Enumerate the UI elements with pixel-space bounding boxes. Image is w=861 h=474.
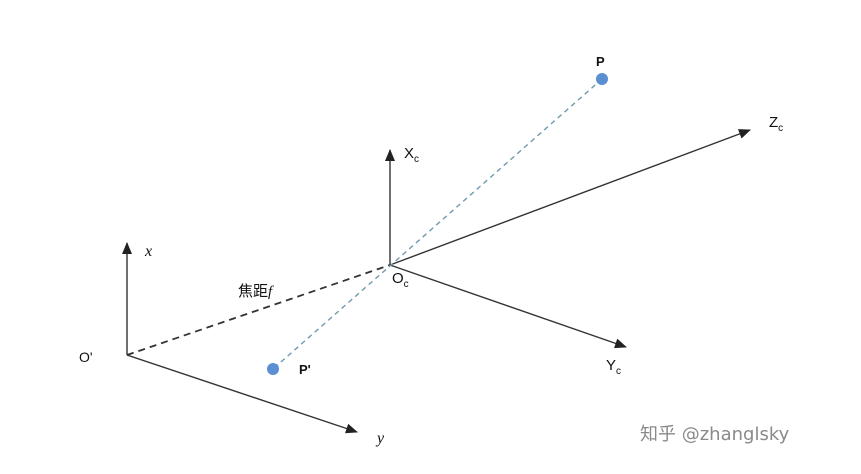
projection-ray [272,78,603,370]
focal-length-line [126,264,391,356]
label-xc: Xc [404,145,419,165]
yc-axis [389,264,627,349]
label-yc: Yc [606,357,621,377]
label-y: y [375,430,385,447]
label-focal-length: 焦距f [238,283,274,300]
label-x: x [144,243,152,260]
label-p: P [596,54,605,69]
label-p-prime: P' [299,362,311,377]
zc-axis [389,129,751,266]
point-p [596,73,608,85]
label-zc: Zc [769,114,783,134]
watermark-text: 知乎 @zhanglsky [640,424,790,445]
y-axis [126,354,358,434]
point-p-prime [267,363,279,375]
label-oc: Oc [392,270,409,290]
label-o-prime: O' [79,349,93,365]
